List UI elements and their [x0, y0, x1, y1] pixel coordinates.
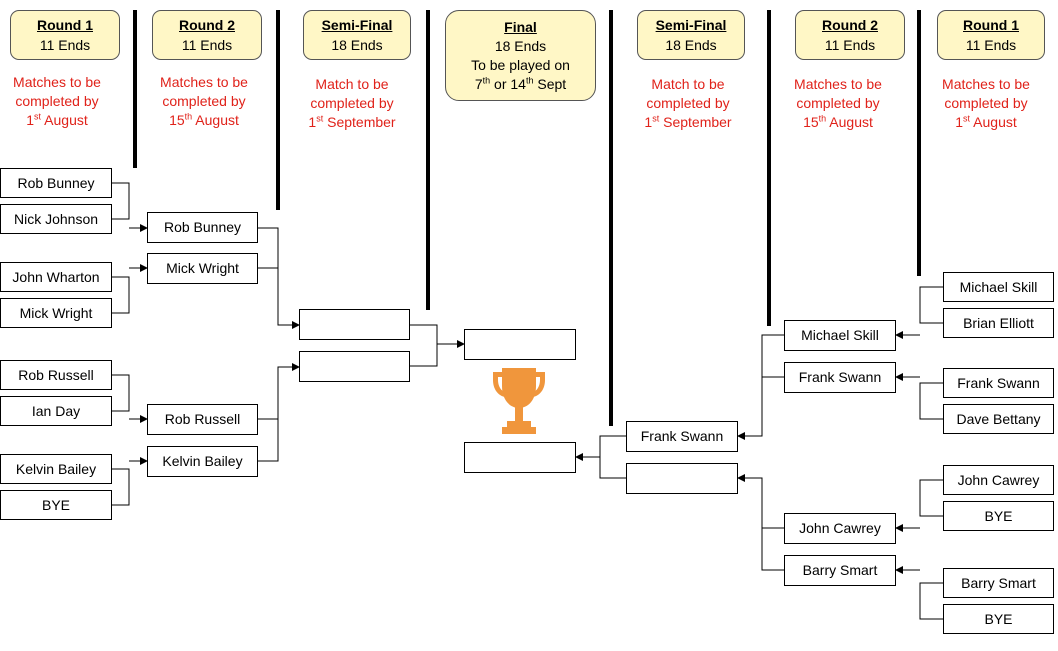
- left-round1-player[interactable]: Nick Johnson: [0, 204, 112, 234]
- right-semifinal-slot[interactable]: Frank Swann: [626, 421, 738, 452]
- right-round1-player[interactable]: Frank Swann: [943, 368, 1054, 398]
- divider: [133, 10, 137, 168]
- header-left-round1: Round 1 11 Ends: [10, 10, 120, 60]
- final-date-line2: 7th or 14th Sept: [474, 75, 567, 92]
- divider: [609, 10, 613, 426]
- left-round1-player[interactable]: Rob Russell: [0, 360, 112, 390]
- left-round1-player[interactable]: Kelvin Bailey: [0, 454, 112, 484]
- right-round2-player[interactable]: Michael Skill: [784, 320, 896, 351]
- left-semifinal-slot[interactable]: [299, 351, 410, 382]
- right-semifinal-slot[interactable]: [626, 463, 738, 494]
- header-ends: 18 Ends: [331, 37, 383, 53]
- header-left-round2: Round 2 11 Ends: [152, 10, 262, 60]
- divider: [426, 10, 430, 310]
- header-title: Round 1: [963, 17, 1019, 33]
- left-round2-player[interactable]: Rob Russell: [147, 404, 258, 435]
- header-right-round2: Round 2 11 Ends: [795, 10, 905, 60]
- header-title: Round 2: [822, 17, 878, 33]
- header-title: Semi-Final: [321, 17, 393, 33]
- right-round1-player[interactable]: Brian Elliott: [943, 308, 1054, 338]
- divider: [917, 10, 921, 276]
- left-round2-player[interactable]: Kelvin Bailey: [147, 446, 258, 477]
- header-title: Round 2: [179, 17, 235, 33]
- right-round1-player[interactable]: BYE: [943, 604, 1054, 634]
- left-round1-player[interactable]: Rob Bunney: [0, 168, 112, 198]
- left-round1-player[interactable]: Mick Wright: [0, 298, 112, 328]
- left-round1-player[interactable]: BYE: [0, 490, 112, 520]
- final-slot[interactable]: [464, 442, 576, 473]
- divider: [767, 10, 771, 326]
- right-round2-player[interactable]: Frank Swann: [784, 362, 896, 393]
- header-ends: 11 Ends: [181, 37, 233, 53]
- header-title: Final: [504, 19, 537, 35]
- left-semifinal-slot[interactable]: [299, 309, 410, 340]
- right-round1-player[interactable]: Dave Bettany: [943, 404, 1054, 434]
- header-ends: 18 Ends: [665, 37, 717, 53]
- header-title: Semi-Final: [655, 17, 727, 33]
- left-round1-player[interactable]: John Wharton: [0, 262, 112, 292]
- header-right-semifinal: Semi-Final 18 Ends: [637, 10, 745, 60]
- header-ends: 11 Ends: [39, 37, 91, 53]
- trophy-icon: [493, 368, 545, 434]
- left-round2-player[interactable]: Rob Bunney: [147, 212, 258, 243]
- right-round1-player[interactable]: John Cawrey: [943, 465, 1054, 495]
- header-title: Round 1: [37, 17, 93, 33]
- left-round2-player[interactable]: Mick Wright: [147, 253, 258, 284]
- header-ends: 11 Ends: [965, 37, 1017, 53]
- right-round1-player[interactable]: Michael Skill: [943, 272, 1054, 302]
- left-round1-player[interactable]: Ian Day: [0, 396, 112, 426]
- header-right-round1: Round 1 11 Ends: [937, 10, 1045, 60]
- final-date-line1: To be played on: [471, 57, 570, 73]
- divider: [276, 10, 280, 210]
- header-ends: 18 Ends: [494, 38, 547, 54]
- header-ends: 11 Ends: [824, 37, 876, 53]
- right-round1-player[interactable]: BYE: [943, 501, 1054, 531]
- final-slot[interactable]: [464, 329, 576, 360]
- header-final: Final 18 Ends To be played on 7th or 14t…: [445, 10, 596, 101]
- right-round1-player[interactable]: Barry Smart: [943, 568, 1054, 598]
- right-round2-player[interactable]: John Cawrey: [784, 513, 896, 544]
- right-round2-player[interactable]: Barry Smart: [784, 555, 896, 586]
- header-left-semifinal: Semi-Final 18 Ends: [303, 10, 411, 60]
